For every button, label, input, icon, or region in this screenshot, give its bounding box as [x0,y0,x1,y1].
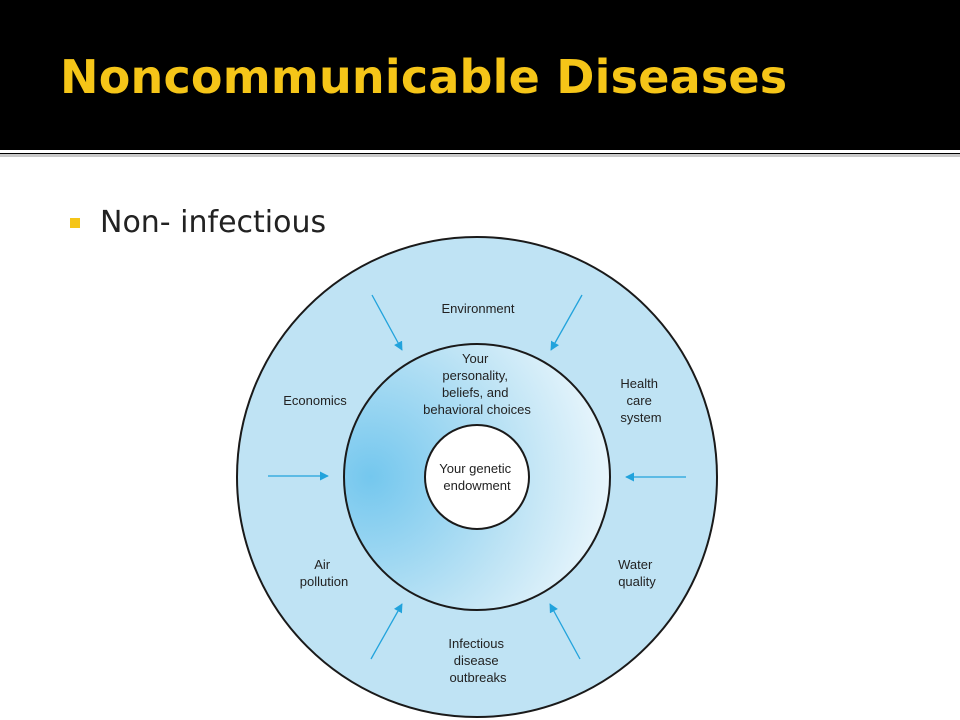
genetic-endowment-label: Your genetic endowment [439,461,514,493]
personality-label: Your personality, beliefs, and behaviora… [423,351,531,417]
arrow-top-left [371,294,403,351]
bullet-item: Non- infectious [70,205,326,240]
header-divider-shadow [0,154,960,157]
header-divider [0,150,960,153]
inner-core [424,424,530,530]
bullet-text: Non- infectious [100,205,327,240]
arrow-bottom-right [549,603,581,660]
water-quality-label: Water quality [618,557,656,589]
slide-header: Noncommunicable Diseases [0,0,960,150]
square-bullet-icon [70,217,80,228]
air-pollution-label: Air pollution [300,557,348,589]
slide-title: Noncommunicable Diseases [60,50,788,104]
economics-label: Economics [283,393,347,408]
arrow-top-right [550,294,583,351]
slide-body: Non- infectious Your genetic endowment [0,157,960,720]
health-care-system-label: Health care system [620,376,661,425]
infectious-disease-outbreaks-label: Infectious disease outbreaks [448,636,507,685]
determinants-diagram: Your genetic endowment Your personality,… [236,236,718,718]
arrow-bottom-left [370,603,403,660]
environment-label: Environment [442,301,515,316]
